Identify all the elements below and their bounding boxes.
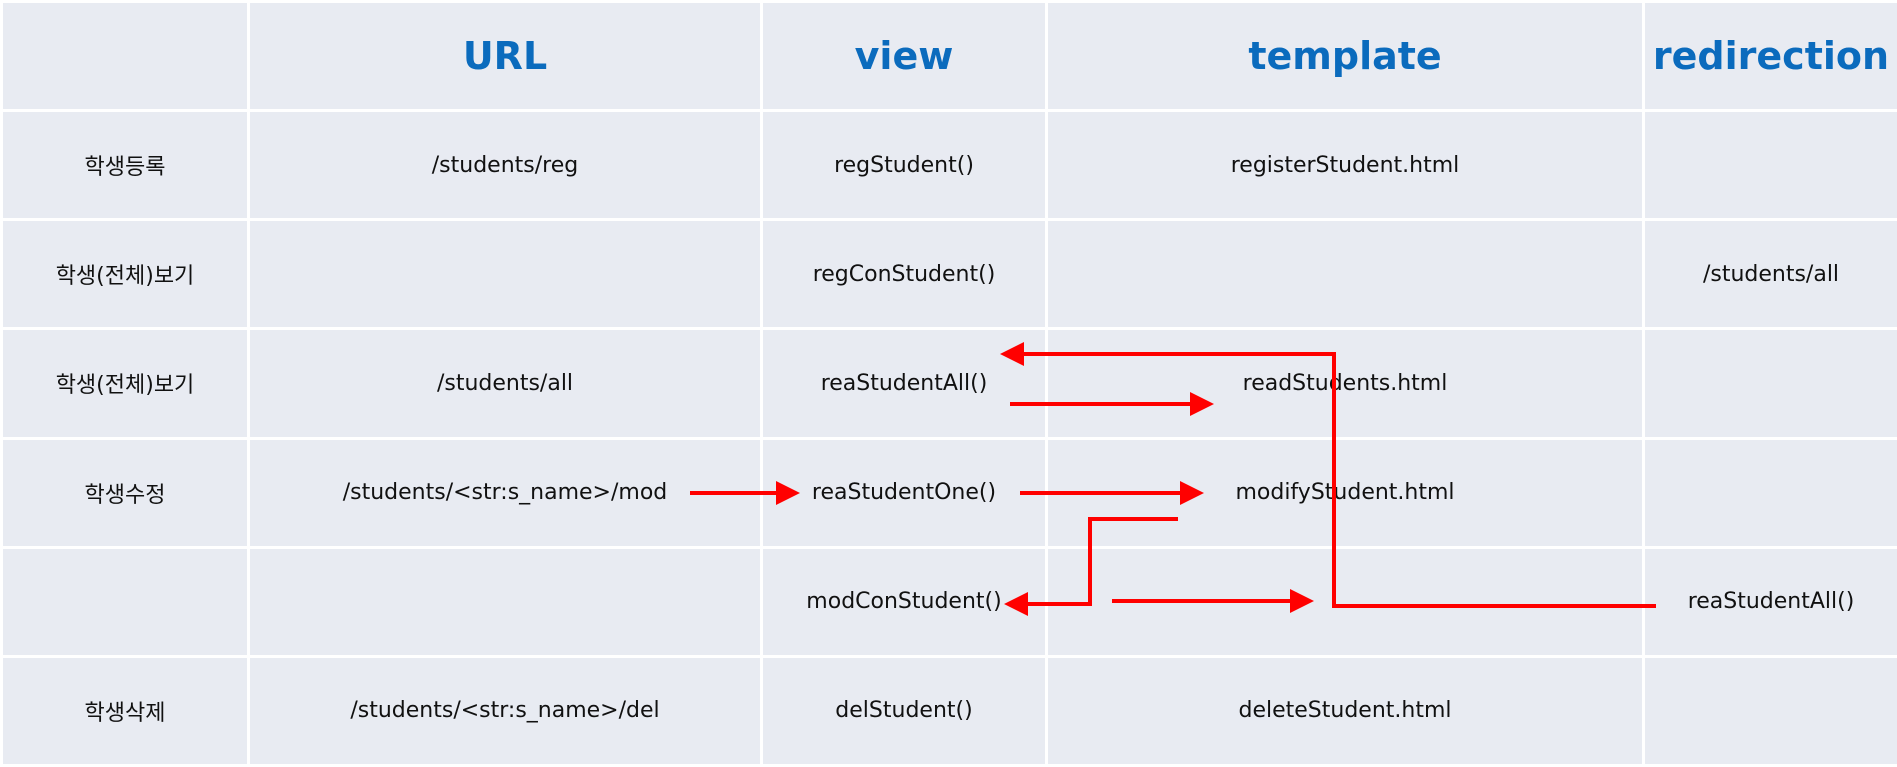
header-corner: [0, 0, 250, 113]
row-label: 학생(전체)보기: [0, 218, 250, 331]
view-cell: regStudent(): [760, 109, 1048, 222]
template-cell: registerStudent.html: [1045, 109, 1645, 222]
view-cell: reaStudentOne(): [760, 436, 1048, 549]
table-row: 학생수정 /students/<str:s_name>/mod reaStude…: [0, 436, 1897, 549]
redirection-cell: /students/all: [1642, 218, 1897, 331]
redirection-cell: [1642, 654, 1897, 767]
url-cell: /students/reg: [247, 109, 763, 222]
row-label: 학생(전체)보기: [0, 327, 250, 440]
redirection-cell: reaStudentAll(): [1642, 545, 1897, 658]
view-cell: regConStudent(): [760, 218, 1048, 331]
table-row: 학생(전체)보기 /students/all reaStudentAll() r…: [0, 327, 1897, 440]
url-cell: /students/<str:s_name>/del: [247, 654, 763, 767]
view-cell: reaStudentAll(): [760, 327, 1048, 440]
table-row: 학생등록 /students/reg regStudent() register…: [0, 109, 1897, 222]
view-cell: delStudent(): [760, 654, 1048, 767]
template-cell: deleteStudent.html: [1045, 654, 1645, 767]
header-row: URL view template redirection: [0, 0, 1897, 113]
url-cell: /students/all: [247, 327, 763, 440]
redirection-cell: [1642, 109, 1897, 222]
url-cell: [247, 545, 763, 658]
redirection-cell: [1642, 327, 1897, 440]
template-cell: [1045, 218, 1645, 331]
row-label: 학생삭제: [0, 654, 250, 767]
template-cell: [1045, 545, 1645, 658]
header-template: template: [1045, 0, 1645, 113]
redirection-cell: [1642, 436, 1897, 549]
url-cell: /students/<str:s_name>/mod: [247, 436, 763, 549]
row-label: 학생등록: [0, 109, 250, 222]
template-cell: readStudents.html: [1045, 327, 1645, 440]
table-row: modConStudent() reaStudentAll(): [0, 545, 1897, 658]
row-label: 학생수정: [0, 436, 250, 549]
template-cell: modifyStudent.html: [1045, 436, 1645, 549]
header-redirection: redirection: [1642, 0, 1897, 113]
view-cell: modConStudent(): [760, 545, 1048, 658]
table-row: 학생삭제 /students/<str:s_name>/del delStude…: [0, 654, 1897, 767]
header-url: URL: [247, 0, 763, 113]
header-view: view: [760, 0, 1048, 113]
row-label: [0, 545, 250, 658]
url-cell: [247, 218, 763, 331]
table-row: 학생(전체)보기 regConStudent() /students/all: [0, 218, 1897, 331]
